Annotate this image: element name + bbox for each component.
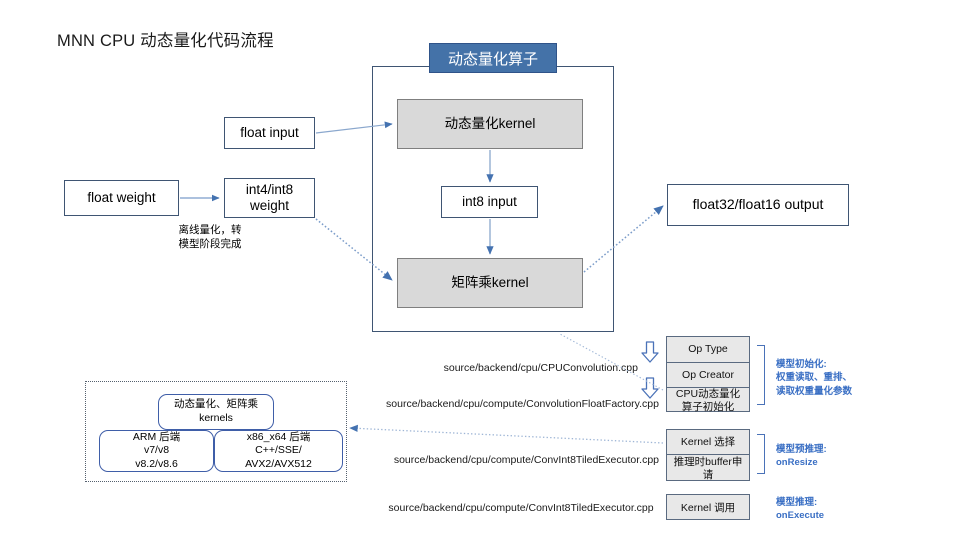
float-output-box: float32/float16 output	[667, 184, 849, 226]
int4-int8-weight-box: int4/int8 weight	[224, 178, 315, 218]
source-path-1: source/backend/cpu/CPUConvolution.cpp	[443, 362, 638, 374]
matmul-kernel-box: 矩阵乘kernel	[397, 258, 583, 308]
inference-buffer-alloc-cell: 推理时buffer申 请	[667, 454, 749, 482]
stage-group-resize: Kernel 选择 推理时buffer申 请	[666, 429, 750, 481]
block-down-arrow-1	[641, 341, 659, 363]
op-creator-cell: Op Creator	[667, 362, 749, 387]
block-down-arrow-2	[641, 377, 659, 399]
source-path-2: source/backend/cpu/compute/ConvolutionFl…	[386, 398, 659, 410]
float-weight-box: float weight	[64, 180, 179, 216]
source-path-3: source/backend/cpu/compute/ConvInt8Tiled…	[393, 454, 659, 466]
annotation-execute: 模型推理: onExecute	[776, 497, 825, 522]
connector-kernelselect-to-kernels	[349, 424, 664, 444]
kernels-title-box: 动态量化、矩阵乘 kernels	[158, 394, 274, 430]
kernels-x86-box: x86_x64 后端 C++/SSE/ AVX2/AVX512	[214, 430, 343, 472]
dynamic-quant-kernel-box: 动态量化kernel	[397, 99, 583, 149]
op-type-cell: Op Type	[688, 343, 728, 356]
bracket-resize	[757, 434, 765, 474]
source-path-4: source/backend/cpu/compute/ConvInt8Tiled…	[388, 502, 654, 514]
kernel-select-cell: Kernel 选择	[680, 435, 736, 448]
kernels-arm-box: ARM 后端 v7/v8 v8.2/v8.6	[99, 430, 214, 472]
operator-header-chip: 动态量化算子	[429, 43, 557, 73]
kernel-invoke-cell: Kernel 调用	[680, 501, 736, 514]
offline-quantization-note: 离线量化，转 模型阶段完成	[178, 224, 242, 251]
int8-input-box: int8 input	[441, 186, 538, 218]
bracket-init	[757, 345, 765, 405]
annotation-init: 模型初始化: 权重读取、重排、 读取权重量化参数	[776, 359, 853, 397]
stage-group-init: Op Type Op Creator CPU动态量化 算子初始化	[666, 336, 750, 413]
stage-group-execute: Kernel 调用	[666, 494, 750, 520]
float-input-box: float input	[224, 117, 315, 149]
cpu-dynamic-quant-init-cell: CPU动态量化 算子初始化	[667, 387, 749, 413]
annotation-resize: 模型预推理: onResize	[776, 444, 827, 469]
page-title: MNN CPU 动态量化代码流程	[57, 32, 274, 50]
